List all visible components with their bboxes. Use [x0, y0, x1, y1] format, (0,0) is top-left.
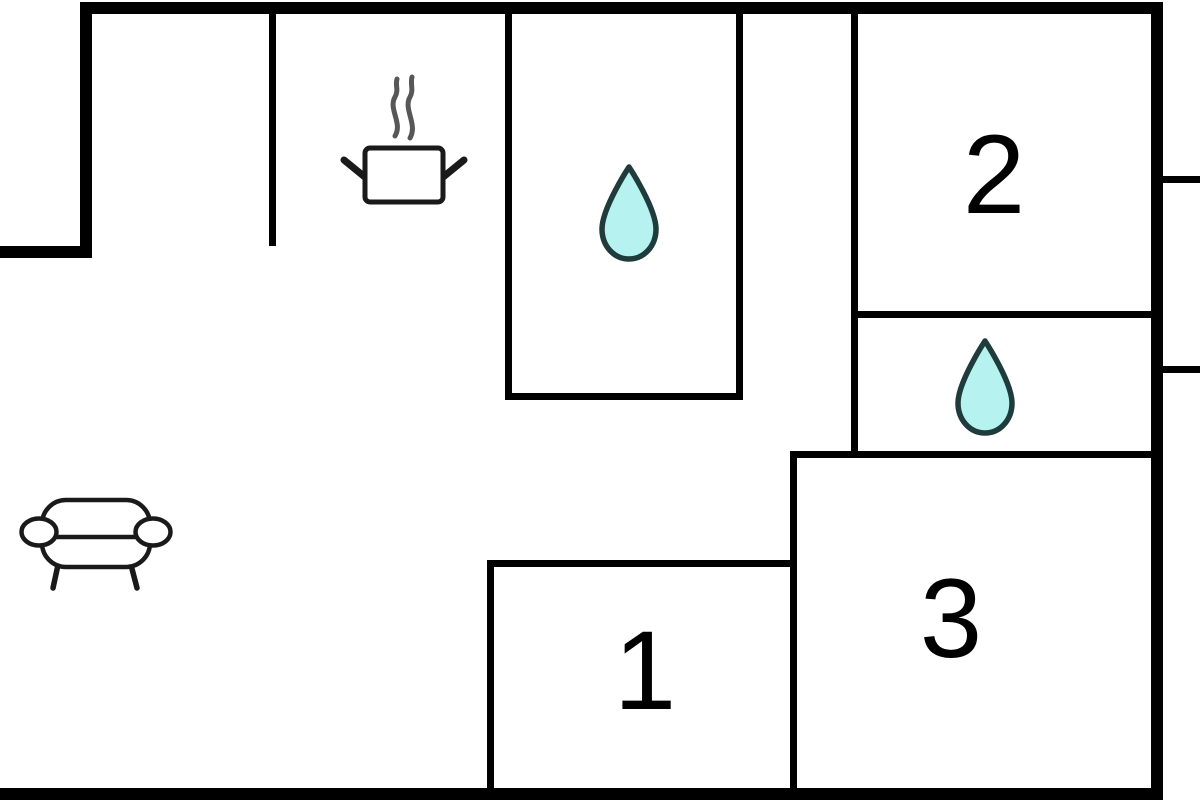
water-drop-icon — [599, 164, 659, 262]
steam-wave-right — [405, 74, 415, 141]
wall-left-upper — [80, 2, 92, 258]
room-label-2: 2 — [963, 112, 1025, 237]
steam-wave-left — [390, 76, 400, 139]
sofa-leg-right — [128, 562, 140, 591]
wall-right — [1151, 2, 1163, 800]
wall-top — [85, 2, 1163, 14]
wall-room2-left — [851, 14, 858, 458]
kitchen-icons — [340, 74, 468, 205]
wall-bottom — [0, 788, 1163, 800]
water-drop-icon — [955, 338, 1015, 436]
sofa-armrest-left — [19, 516, 59, 548]
room-label-3: 3 — [920, 556, 982, 681]
wall-kitchen-divider — [269, 14, 276, 246]
room-labels: 2 3 1 — [614, 112, 1025, 733]
wall-large-bathroom-bottom — [505, 393, 743, 400]
pot-handle-right — [438, 156, 468, 182]
wall-stub-upper-right — [1163, 176, 1200, 183]
wall-left-notch — [0, 246, 92, 258]
wall-room3-left — [790, 451, 797, 800]
pot-body — [362, 145, 446, 205]
wall-room1-top — [487, 560, 797, 567]
wall-large-bathroom-left — [505, 14, 512, 400]
wall-small-bathroom-bottom — [790, 451, 1163, 458]
steam-icon — [390, 74, 415, 141]
wall-room2-bottom — [851, 311, 1163, 318]
wall-stub-lower-right — [1163, 366, 1200, 373]
wall-large-bathroom-right — [736, 14, 743, 400]
pot-handle-left — [340, 156, 370, 182]
wall-room1-left — [487, 560, 494, 800]
water-drop-shape — [599, 164, 659, 262]
sofa-leg-left — [50, 562, 61, 591]
sofa-armrest-right — [133, 516, 173, 548]
cooking-pot-icon — [340, 145, 468, 205]
water-drop-shape — [955, 338, 1015, 436]
sofa-icon — [19, 497, 173, 591]
room-label-1: 1 — [614, 608, 676, 733]
